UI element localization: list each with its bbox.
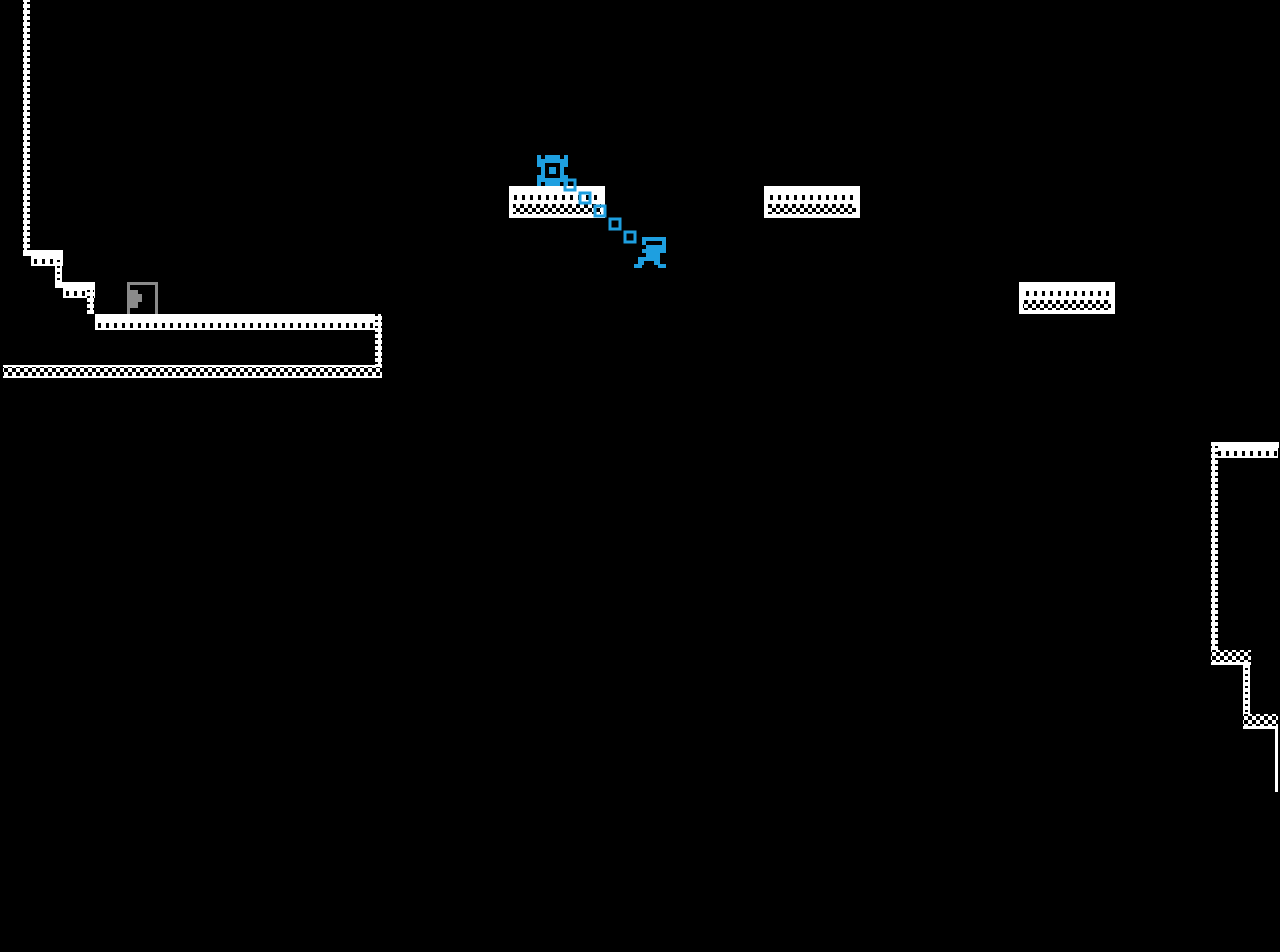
floating-platform-2: [764, 186, 860, 218]
right-cliff: [1211, 442, 1279, 792]
left-ledge-top: [95, 314, 382, 320]
floating-platform-3: [1019, 282, 1115, 314]
left-wall: [23, 0, 30, 250]
right-ledge-top: [1211, 442, 1279, 448]
door-icon[interactable]: [127, 282, 158, 314]
left-step-1: [23, 250, 63, 256]
left-cliff: [3, 0, 382, 378]
left-ledge-edge: [375, 314, 382, 378]
chain-link: [593, 204, 607, 218]
right-wall: [1211, 442, 1218, 664]
chain-link: [563, 178, 577, 192]
grapple-chain: [563, 178, 637, 244]
chain-link: [623, 230, 637, 244]
chain-link: [578, 191, 592, 205]
left-step-2: [55, 282, 95, 288]
gear-anchor-icon: [537, 155, 568, 186]
left-ledge-bottom: [3, 365, 382, 378]
player-robot-icon[interactable]: [634, 237, 666, 268]
chain-link: [608, 217, 622, 231]
